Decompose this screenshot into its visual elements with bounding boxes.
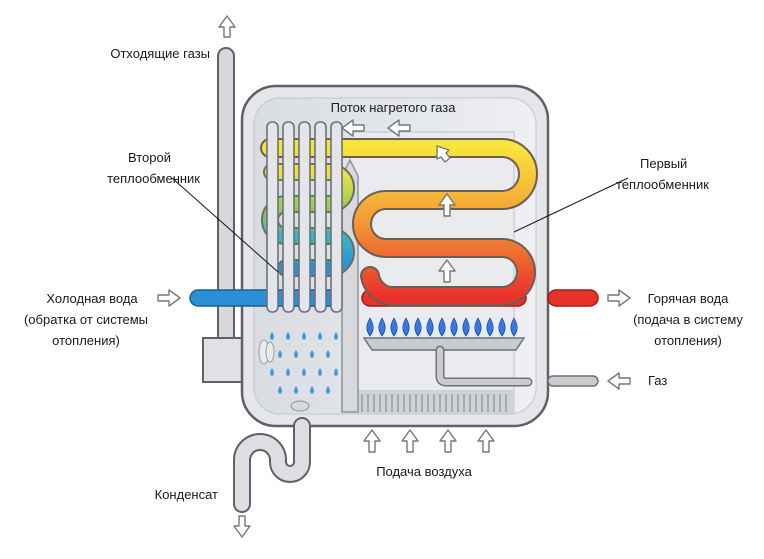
air-supply-label: Подача воздуха <box>376 464 472 479</box>
flow-arrows <box>157 15 631 538</box>
leader-lines <box>171 177 629 273</box>
fan-icon <box>258 339 275 365</box>
hot-water-label-2: (подача в систему <box>633 312 743 327</box>
cold-water-label-2: (обратка от системы <box>24 312 148 327</box>
burner <box>362 337 533 387</box>
second-hx-leader <box>171 177 279 273</box>
exhaust-up-arrow <box>218 15 236 38</box>
first-heat-exchanger-coil <box>260 138 538 306</box>
coil-up-arrow-mid <box>438 193 456 217</box>
hot-water-label-1: Горячая вода <box>648 291 729 306</box>
air-up-arrow-4 <box>477 429 495 453</box>
air-up-arrow-2 <box>401 429 419 453</box>
first-hx-label-1: Первый <box>640 156 687 171</box>
heated-gas-flow-label: Поток нагретого газа <box>331 100 457 115</box>
heated-gas-arrow-1 <box>387 119 411 137</box>
air-up-arrow-3 <box>439 429 457 453</box>
condensate-label: Конденсат <box>155 487 218 502</box>
exhaust-label: Отходящие газы <box>110 46 210 61</box>
condensate-droplets <box>270 332 338 394</box>
gas-pipe <box>547 375 599 387</box>
first-hx-label-2: теплообменник <box>616 177 709 192</box>
heated-gas-arrow-2 <box>341 119 365 137</box>
condensate-trap-outlet <box>290 400 310 412</box>
condensate-drain-pipe <box>233 417 311 513</box>
air-intake-grille <box>355 394 507 412</box>
first-hx-leader <box>513 177 629 233</box>
second-hx-label-1: Второй <box>128 150 171 165</box>
burner-flames <box>366 317 518 337</box>
hot-water-label-3: отопления) <box>654 333 722 348</box>
second-heat-exchanger-fins <box>266 121 343 313</box>
air-up-arrow-1 <box>363 429 381 453</box>
coil-up-arrow-top <box>436 145 451 163</box>
gas-in-arrow <box>607 372 631 390</box>
cold-water-label-3: отопления) <box>52 333 120 348</box>
condensate-down-arrow <box>233 515 251 538</box>
hot-water-out-arrow <box>607 289 631 307</box>
labels: Отходящие газы Поток нагретого газа Втор… <box>24 46 743 502</box>
cold-water-label-1: Холодная вода <box>46 291 138 306</box>
coil-up-arrow-low <box>438 259 456 283</box>
cold-water-in-arrow <box>157 289 181 307</box>
combustion-chamber <box>349 131 515 415</box>
second-hx-label-2: теплообменник <box>107 171 200 186</box>
gas-label: Газ <box>648 373 667 388</box>
exhaust-pipe <box>202 47 248 383</box>
